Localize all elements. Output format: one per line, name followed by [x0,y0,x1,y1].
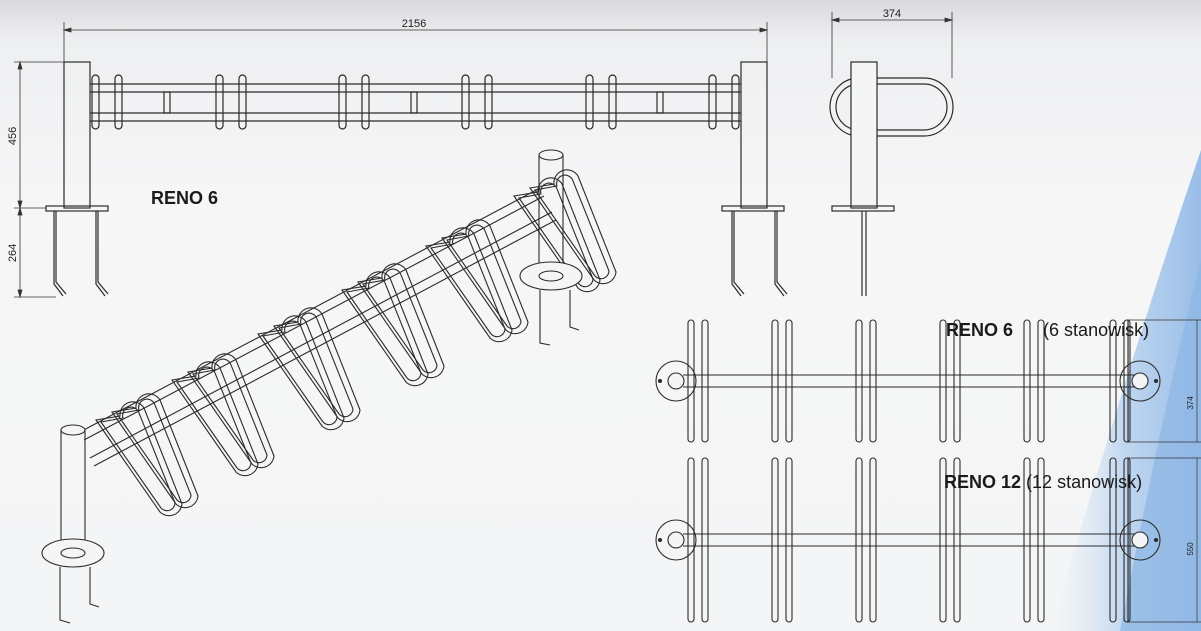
iso-loop [257,307,361,431]
base-plate [1119,519,1161,561]
iso-loop [95,393,199,517]
plan-loop [855,319,863,443]
iso-loop [171,353,275,477]
dimension-lines-front [14,22,769,299]
isometric-view [41,149,617,624]
plan-view-reno12 [655,457,1201,623]
plan-loop [701,457,709,623]
side-view [829,61,954,296]
dim-height-bottom: 264 [7,244,19,262]
plan-loop [785,457,793,623]
plan-loop [869,319,877,443]
plan-loop [939,457,947,623]
plan-loop [1023,457,1031,623]
dimension-lines-side [830,12,954,78]
iso-loop [341,263,445,387]
plan-loop [785,319,793,443]
front-elevation [45,61,788,297]
main-title: RENO 6 [151,188,219,208]
plan-loop [1123,319,1131,443]
plan-loop [1109,319,1117,443]
iso-loop [513,169,617,293]
reno6-label: RENO 6 (6 stanowisk) [946,320,1150,340]
dim-side-width: 374 [883,8,901,20]
reno12-label: RENO 12 (12 stanowisk) [944,472,1143,492]
dim-height-top: 456 [7,127,19,145]
base-plate [1119,360,1161,402]
plan-loop [939,319,947,443]
plan-loop [869,457,877,623]
dim-plan6-width: 374 [1186,396,1195,410]
dim-plan12-width: 550 [1186,542,1195,556]
iso-loop [425,219,529,343]
plan-loop [953,457,961,623]
plan-loop [687,457,695,623]
plan-loop [1037,319,1045,443]
plan-loop [687,319,695,443]
plan-loop [855,457,863,623]
plan-view-reno6 [655,319,1201,443]
dim-length: 2156 [402,18,426,30]
plan-loop [771,457,779,623]
plan-loop [701,319,709,443]
plan-loop [1109,457,1117,623]
plan-loop [1123,457,1131,623]
plan-loop [771,319,779,443]
base-plate [655,360,697,402]
plan-loop [1023,319,1031,443]
base-plate [655,519,697,561]
plan-loop [1037,457,1045,623]
plan-loop [953,319,961,443]
